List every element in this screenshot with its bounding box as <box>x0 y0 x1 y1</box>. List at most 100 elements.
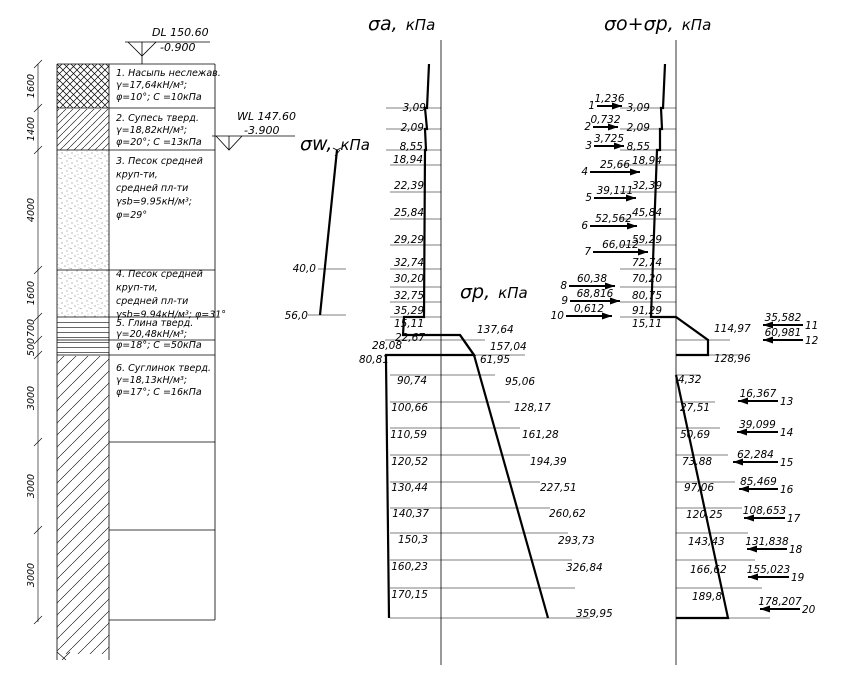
sigma-a-value: 120,52 <box>391 456 428 468</box>
sigma-a-value: 140,37 <box>392 508 429 520</box>
resultant-value: 166,62 <box>690 564 727 576</box>
force-number: 11 <box>805 320 818 332</box>
force-value: 85,469 <box>740 476 777 488</box>
resultant-value: 59,29 <box>632 234 662 246</box>
sigma-a-value: 28,08 <box>372 340 402 352</box>
sigma-p-value: 326,84 <box>566 562 603 574</box>
force-arrow-head <box>608 123 618 131</box>
sigma-w-levels <box>308 268 346 316</box>
force-arrow-head <box>614 142 624 150</box>
layer-description-line: φ=29° <box>116 210 147 221</box>
resultant-value: 45,84 <box>632 207 662 219</box>
wl-elevation-mark-value: -3.900 <box>244 124 279 137</box>
force-arrow-head <box>733 458 743 466</box>
force-number: 10 <box>551 310 565 322</box>
force-arrow-head <box>763 321 773 329</box>
force-value: 35,582 <box>765 312 802 324</box>
force-number: 15 <box>780 457 794 469</box>
resultant-value: 2,09 <box>627 122 651 134</box>
force-value: 131,838 <box>745 536 789 548</box>
force-arrow: 652,562 <box>581 213 637 232</box>
sigma-p-value: 61,95 <box>480 354 510 366</box>
sigma-a-value: 130,44 <box>391 482 428 494</box>
sigma-a-value: 90,74 <box>397 375 427 387</box>
layer-thickness-label: 500 <box>26 338 37 356</box>
dl-elevation-mark: DL 150.60 -0.900 <box>125 26 210 64</box>
force-arrow: 11,236 <box>588 93 625 112</box>
sigma-p-value: 157,04 <box>490 341 527 353</box>
resultant-value: 114,97 <box>714 323 751 335</box>
sigma-p-header: σp, кПа <box>460 281 528 303</box>
resultant-value: 3,09 <box>627 102 651 114</box>
sigma-p-value: 293,73 <box>558 535 595 547</box>
force-arrow: 425,66 <box>581 159 640 178</box>
layer-description-line: γ=20,48кН/м³; <box>116 329 187 340</box>
sigma-a-value: 30,20 <box>394 273 424 285</box>
sigma-w-value: 56,0 <box>285 310 309 322</box>
layer-thickness-label: 700 <box>26 319 37 337</box>
layer-description-line: φ=10°; C =10кПа <box>116 92 202 103</box>
sigma-a-value: 25,84 <box>394 207 424 219</box>
force-value: 52,562 <box>595 213 632 225</box>
sigma-w-symbol: σw, <box>300 133 332 155</box>
sigma-a-symbol: σa, <box>368 13 398 35</box>
force-arrow: 539,111 <box>585 185 636 204</box>
resultant-value: 15,11 <box>632 318 662 330</box>
layer-description-line: 1. Насыпь неслежав. <box>116 68 221 79</box>
force-number: 19 <box>791 572 805 584</box>
sigma-a-value: 110,59 <box>390 429 427 441</box>
force-value: 0,732 <box>590 114 620 126</box>
sigma-w-diagram: σw, кПа 40,0 56,0 <box>285 133 370 322</box>
force-value: 16,367 <box>740 388 777 400</box>
wl-elevation-label: WL 147.60 <box>237 110 296 123</box>
sigma-p-value: 137,64 <box>477 324 514 336</box>
dl-elevation-mark-value: -0.900 <box>160 41 195 54</box>
force-value: 62,284 <box>737 449 774 461</box>
force-number: 18 <box>789 544 803 556</box>
force-number: 2 <box>584 121 591 133</box>
layer-description-line: средней пл-ти <box>116 183 188 194</box>
force-arrow: 968,816 <box>561 288 620 307</box>
sigma-a-p-diagram: σa, кПа σp, кПа 3,092,098,5518,9422,3925… <box>359 13 613 665</box>
sigma-a-value: 22,67 <box>395 332 425 344</box>
layer-description-line: γsb=9.95кН/м³; <box>116 197 192 208</box>
layer-description-line: круп-ти, <box>116 283 158 294</box>
sigma-p-value: 260,62 <box>549 508 586 520</box>
force-arrow-head <box>610 297 620 305</box>
resultant-value: 27,51 <box>680 402 710 414</box>
resultant-value-labels: 3,092,098,5518,9432,3945,8459,2972,7470,… <box>627 102 751 603</box>
force-number: 8 <box>560 280 567 292</box>
sigma-p-value: 194,39 <box>530 456 567 468</box>
sigma-a-value: 22,39 <box>394 180 424 192</box>
layer-description-line: φ=18°; C =50кПа <box>116 340 202 351</box>
force-value: 155,023 <box>747 564 790 576</box>
force-arrow-head <box>747 545 757 553</box>
sigma-w-header: σw, кПа <box>300 133 370 155</box>
layer-description-labels: 1. Насыпь неслежав.γ=17,64кН/м³;φ=10°; C… <box>116 68 226 398</box>
sigma-p-outline <box>459 334 550 619</box>
force-arrow-head <box>626 194 636 202</box>
force-number: 9 <box>561 295 568 307</box>
layer-description-line: 2. Супесь тверд. <box>116 113 199 124</box>
force-value: 25,66 <box>600 159 630 171</box>
sigma-w-unit: кПа <box>340 136 370 154</box>
resultant-value: 50,69 <box>680 429 710 441</box>
resultant-value: 4,32 <box>678 374 702 386</box>
layer-thickness-label: 4000 <box>26 198 37 222</box>
sigma-p-value-labels: 137,64157,0461,9595,06128,17161,28194,39… <box>477 324 613 620</box>
force-arrow: 20,732 <box>584 114 621 133</box>
force-value: 1,236 <box>594 93 624 105</box>
force-value: 60,38 <box>577 273 607 285</box>
sigma-a-value: 15,11 <box>394 318 424 330</box>
layer-thickness-label: 1400 <box>26 117 37 141</box>
resultant-value: 120,25 <box>686 509 723 521</box>
sigma-p-value: 161,28 <box>522 429 559 441</box>
force-arrow-head <box>627 222 637 230</box>
layer-thickness-label: 1600 <box>26 74 37 98</box>
resultant-value: 189,8 <box>692 591 722 603</box>
force-value: 108,653 <box>743 505 786 517</box>
force-number: 5 <box>585 192 592 204</box>
force-arrow: 15 62,284 <box>733 449 794 469</box>
